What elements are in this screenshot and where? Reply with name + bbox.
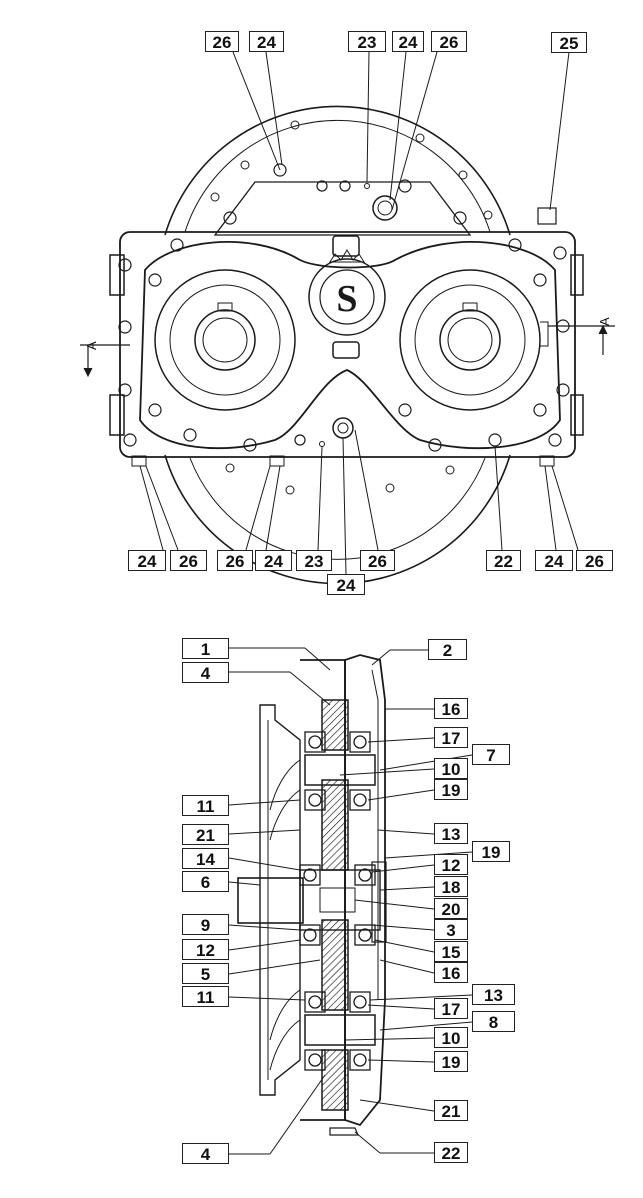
callout-24: 24 (535, 550, 573, 571)
callout-22: 22 (486, 550, 521, 571)
gearbox-top-view: S (80, 51, 615, 585)
callout-25: 25 (551, 32, 587, 53)
callout-24: 24 (249, 31, 284, 52)
callout-11: 11 (182, 795, 229, 816)
callout-21: 21 (434, 1100, 468, 1121)
gearbox-section-view (228, 647, 473, 1155)
section-mark-right: A (597, 317, 612, 326)
callout-16: 16 (434, 698, 468, 719)
callout-23: 23 (296, 550, 332, 571)
callout-22: 22 (434, 1142, 468, 1163)
callout-13: 13 (472, 984, 515, 1005)
callout-24: 24 (128, 550, 166, 571)
callout-12: 12 (182, 939, 229, 960)
callout-6: 6 (182, 871, 229, 892)
callout-8: 8 (472, 1011, 515, 1032)
callout-26: 26 (431, 31, 467, 52)
callout-15: 15 (434, 941, 468, 962)
callout-14: 14 (182, 848, 229, 869)
callout-24: 24 (392, 31, 424, 52)
svg-text:S: S (336, 278, 357, 320)
callout-4: 4 (182, 1143, 229, 1164)
callout-18: 18 (434, 876, 468, 897)
callout-26: 26 (217, 550, 253, 571)
callout-20: 20 (434, 898, 468, 919)
callout-9: 9 (182, 914, 229, 935)
callout-5: 5 (182, 963, 229, 984)
callout-12: 12 (434, 854, 468, 875)
callout-10: 10 (434, 758, 468, 779)
callout-17: 17 (434, 998, 468, 1019)
callout-3: 3 (434, 919, 468, 940)
callout-24: 24 (255, 550, 292, 571)
callout-19: 19 (434, 779, 468, 800)
callout-21: 21 (182, 824, 229, 845)
callout-1: 1 (182, 638, 229, 659)
logo-letter: S (336, 278, 357, 320)
callout-2: 2 (428, 639, 467, 660)
callout-11: 11 (182, 986, 229, 1007)
callout-24: 24 (327, 574, 365, 595)
callout-13: 13 (434, 823, 468, 844)
callout-4: 4 (182, 662, 229, 683)
callout-17: 17 (434, 727, 468, 748)
callout-10: 10 (434, 1027, 468, 1048)
section-mark-left: A (84, 341, 99, 350)
callout-26: 26 (360, 550, 395, 571)
callout-16: 16 (434, 962, 468, 983)
callout-19: 19 (434, 1051, 468, 1072)
callout-23: 23 (348, 31, 386, 52)
callout-26: 26 (170, 550, 207, 571)
callout-7: 7 (472, 744, 510, 765)
callout-19: 19 (472, 841, 510, 862)
callout-26: 26 (205, 31, 239, 52)
callout-26: 26 (576, 550, 613, 571)
